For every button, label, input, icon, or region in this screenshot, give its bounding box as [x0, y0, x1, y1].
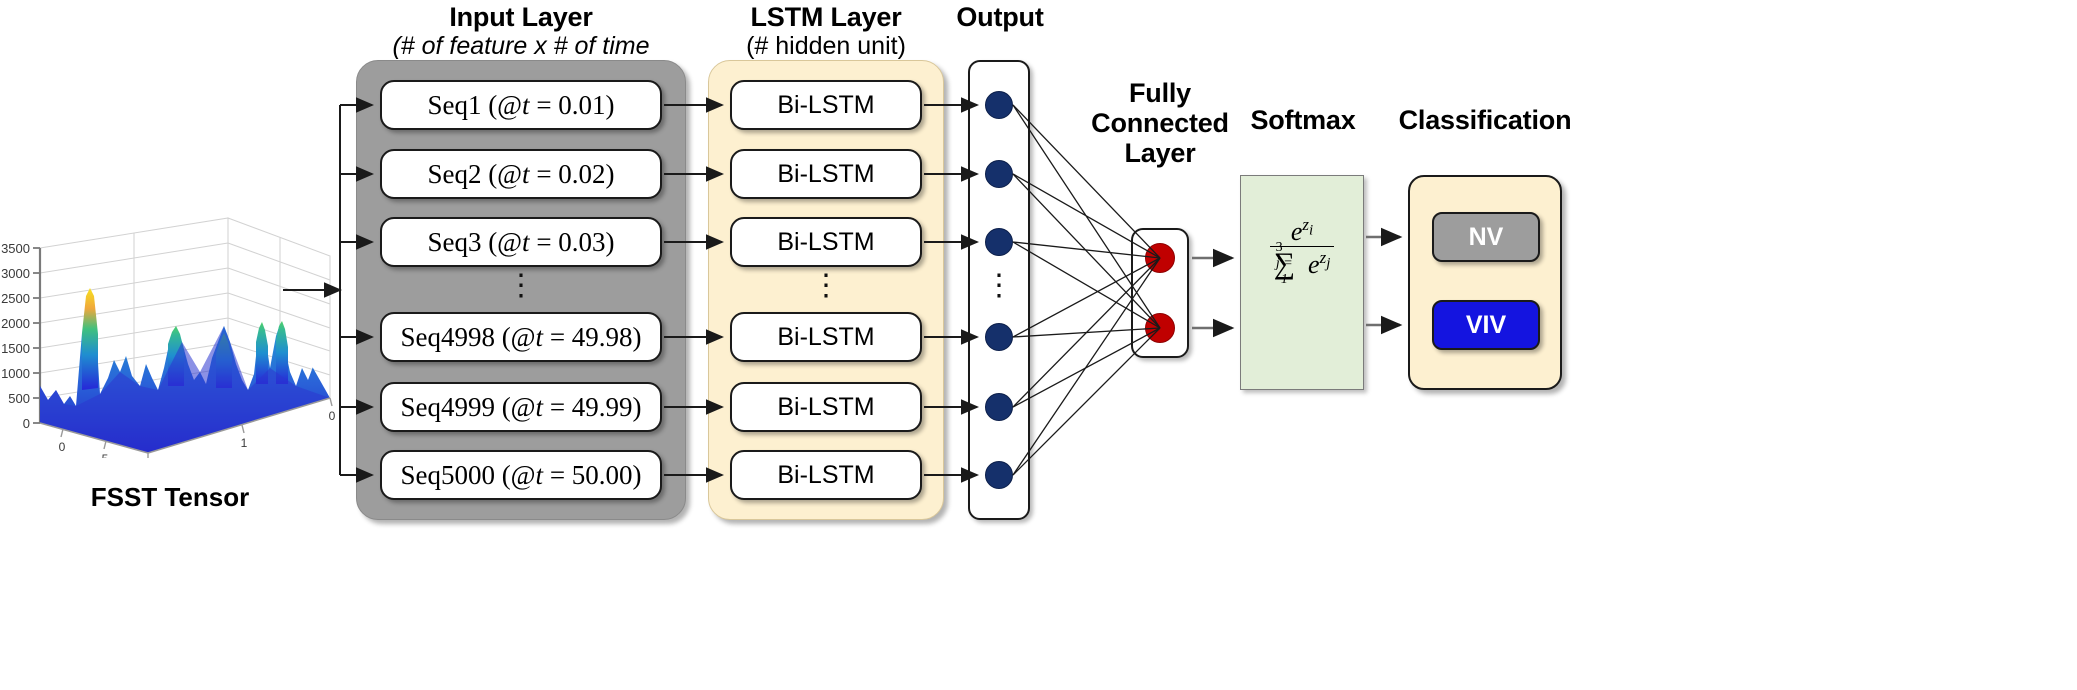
svg-text:500: 500: [8, 391, 30, 406]
svg-text:5: 5: [102, 452, 109, 458]
seq-cell[interactable]: Seq2 (@t = 0.02): [380, 149, 662, 199]
classification-tag-viv[interactable]: VIV: [1432, 300, 1540, 350]
fc-node[interactable]: [1145, 313, 1175, 343]
softmax-numerator: ezi: [1290, 215, 1314, 246]
svg-text:1: 1: [241, 436, 248, 450]
svg-text:2500: 2500: [1, 291, 30, 306]
output-node[interactable]: [985, 228, 1013, 256]
seq-time: 49.99: [571, 391, 633, 422]
header-input-layer: Input Layer (# of feature x # of time st…: [356, 2, 686, 88]
header-classification-title: Classification: [1398, 105, 1572, 135]
bilstm-cell[interactable]: Bi-LSTM: [730, 149, 922, 199]
input-layer-ellipsis: ⋮: [506, 269, 536, 302]
output-node[interactable]: [985, 160, 1013, 188]
bilstm-cell[interactable]: Bi-LSTM: [730, 450, 922, 500]
seq-label: Seq1: [427, 89, 482, 120]
seq-time: 49.98: [571, 321, 633, 352]
header-classification: Classification: [1390, 105, 1580, 135]
svg-text:0: 0: [329, 409, 336, 423]
header-input-layer-title: Input Layer: [449, 2, 593, 32]
header-fc-line3: Layer: [1124, 138, 1196, 169]
input-layer-panel: [356, 60, 686, 520]
header-lstm-layer-title: LSTM Layer: [750, 2, 902, 32]
output-node[interactable]: [985, 91, 1013, 119]
svg-text:3000: 3000: [1, 266, 30, 281]
seq-label: Seq3: [427, 226, 482, 257]
output-node[interactable]: [985, 461, 1013, 489]
header-fc-line1: Fully: [1128, 78, 1191, 108]
seq-cell[interactable]: Seq4998 (@t = 49.98): [380, 312, 662, 362]
svg-text:2000: 2000: [1, 316, 30, 331]
output-node[interactable]: [985, 323, 1013, 351]
seq-cell[interactable]: Seq3 (@t = 0.03): [380, 217, 662, 267]
header-lstm-layer: LSTM Layer (# hidden unit): [708, 2, 944, 60]
lstm-layer-ellipsis: ⋮: [811, 269, 841, 302]
seq-label: Seq2: [427, 158, 482, 189]
header-softmax: Softmax: [1238, 105, 1368, 135]
classification-panel: [1408, 175, 1562, 390]
seq-label: Seq4999: [400, 391, 495, 422]
fsst-tensor-caption: FSST Tensor: [90, 482, 250, 512]
output-node[interactable]: [985, 393, 1013, 421]
seq-label: Seq5000: [400, 459, 495, 490]
svg-text:1500: 1500: [1, 341, 30, 356]
svg-text:1000: 1000: [1, 366, 30, 381]
header-fc-line2: Connected: [1091, 108, 1229, 139]
header-fully-connected: Fully Connected Layer: [1085, 78, 1235, 169]
seq-cell[interactable]: Seq1 (@t = 0.01): [380, 80, 662, 130]
header-output: Output: [930, 2, 1070, 32]
classification-tag-nv[interactable]: NV: [1432, 212, 1540, 262]
seq-time: 50.00: [571, 459, 633, 490]
softmax-panel: [1240, 175, 1364, 390]
seq-label: Seq4998: [400, 321, 495, 352]
svg-text:3500: 3500: [1, 241, 30, 256]
seq-time: 0.03: [558, 226, 606, 257]
svg-text:0: 0: [23, 416, 30, 431]
seq-cell[interactable]: Seq5000 (@t = 50.00): [380, 450, 662, 500]
fc-node[interactable]: [1145, 243, 1175, 273]
bilstm-cell[interactable]: Bi-LSTM: [730, 217, 922, 267]
lstm-layer-panel: [708, 60, 944, 520]
seq-time: 0.01: [558, 89, 606, 120]
bilstm-cell[interactable]: Bi-LSTM: [730, 80, 922, 130]
seq-cell[interactable]: Seq4999 (@t = 49.99): [380, 382, 662, 432]
header-lstm-layer-subtitle: (# hidden unit): [746, 32, 906, 61]
seq-time: 0.02: [558, 158, 606, 189]
svg-text:0: 0: [59, 440, 66, 454]
header-softmax-title: Softmax: [1250, 105, 1356, 135]
bilstm-cell[interactable]: Bi-LSTM: [730, 382, 922, 432]
header-output-title: Output: [956, 2, 1044, 32]
bilstm-cell[interactable]: Bi-LSTM: [730, 312, 922, 362]
output-layer-ellipsis: ⋮: [984, 269, 1014, 302]
